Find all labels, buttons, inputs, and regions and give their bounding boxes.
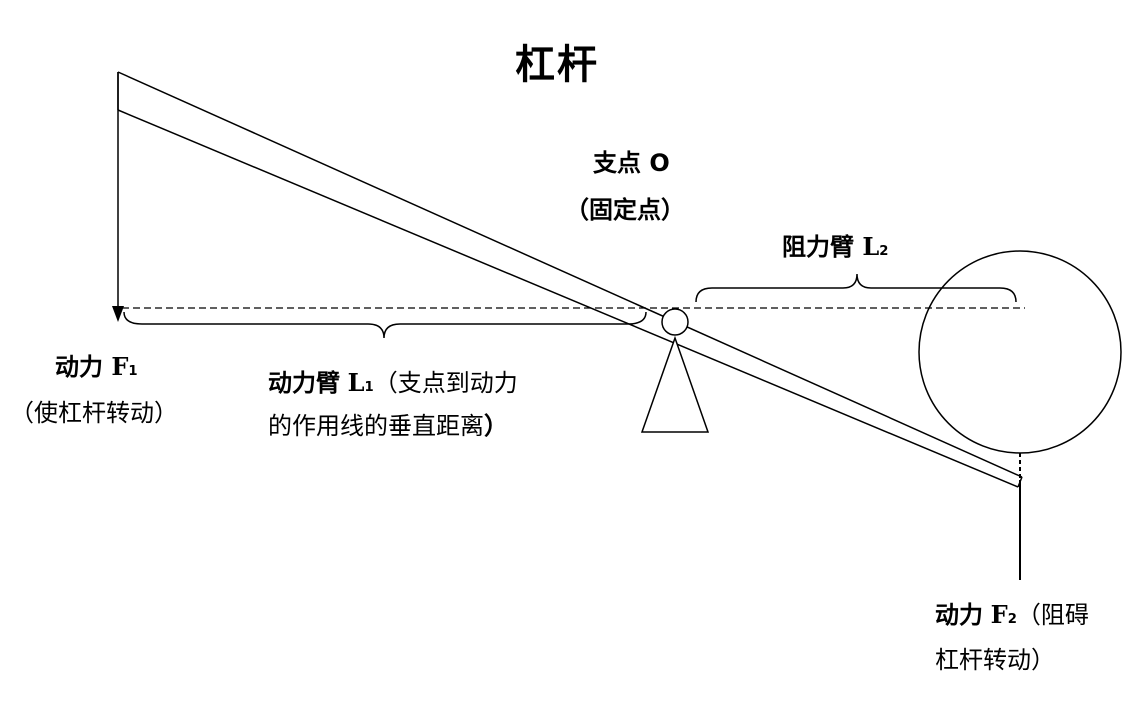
effort-subscript: 1 — [128, 364, 138, 379]
effort-symbol: F — [111, 352, 129, 381]
effort-arm-note-part1: （支点到动力 — [373, 369, 518, 397]
resistance-name: 动力 — [935, 601, 983, 629]
fulcrum-label-line1: 支点 O — [593, 149, 670, 177]
lever-bar-top-edge — [117, 71, 1023, 478]
fulcrum-label-line2: （固定点） — [565, 196, 685, 224]
effort-arm-brace — [123, 311, 647, 339]
effort-arm-note-line2: 的作用线的垂直距离） — [268, 411, 508, 441]
fulcrum-label: 支点 O — [593, 148, 670, 178]
effort-arm-symbol: L — [347, 368, 365, 397]
diagram-title: 杠杆 — [515, 42, 599, 88]
resistance-subscript: 2 — [1007, 612, 1017, 627]
lever-bar — [117, 71, 1023, 488]
effort-arrowhead — [112, 306, 124, 322]
effort-arm-label: 动力臂 L1（支点到动力 — [268, 368, 518, 398]
effort-arm-note-plain: 的作用线的垂直距离 — [268, 412, 484, 440]
fulcrum-pivot-circle — [661, 308, 689, 336]
fulcrum-triangle — [640, 335, 710, 433]
effort-note: （使杠杆转动） — [10, 399, 178, 427]
resistance-arm-brace — [695, 273, 1017, 303]
resistance-label: 动力 F2（阻碍 — [935, 600, 1089, 630]
effort-arm-note-bold: ） — [484, 412, 508, 440]
effort-arm-subscript: 1 — [364, 380, 374, 395]
fulcrum-note: （固定点） — [565, 195, 685, 225]
resistance-arm-symbol: L — [862, 232, 880, 261]
resistance-arm-name: 阻力臂 — [782, 233, 854, 261]
resistance-note-line2: 杠杆转动） — [935, 646, 1055, 674]
resistance-symbol: F — [990, 600, 1008, 629]
effort-label: 动力 F1 — [55, 352, 138, 382]
lever-bar-bottom-edge — [117, 109, 1019, 488]
effort-arm-name: 动力臂 — [268, 369, 340, 397]
resistance-note-part1: （阻碍 — [1016, 601, 1089, 629]
effort-force-arrow — [112, 72, 124, 322]
load-circle — [918, 250, 1122, 454]
resistance-arm-label: 阻力臂 L2 — [782, 232, 888, 262]
effort-name: 动力 — [55, 353, 103, 381]
resistance-arm-subscript: 2 — [879, 244, 889, 259]
